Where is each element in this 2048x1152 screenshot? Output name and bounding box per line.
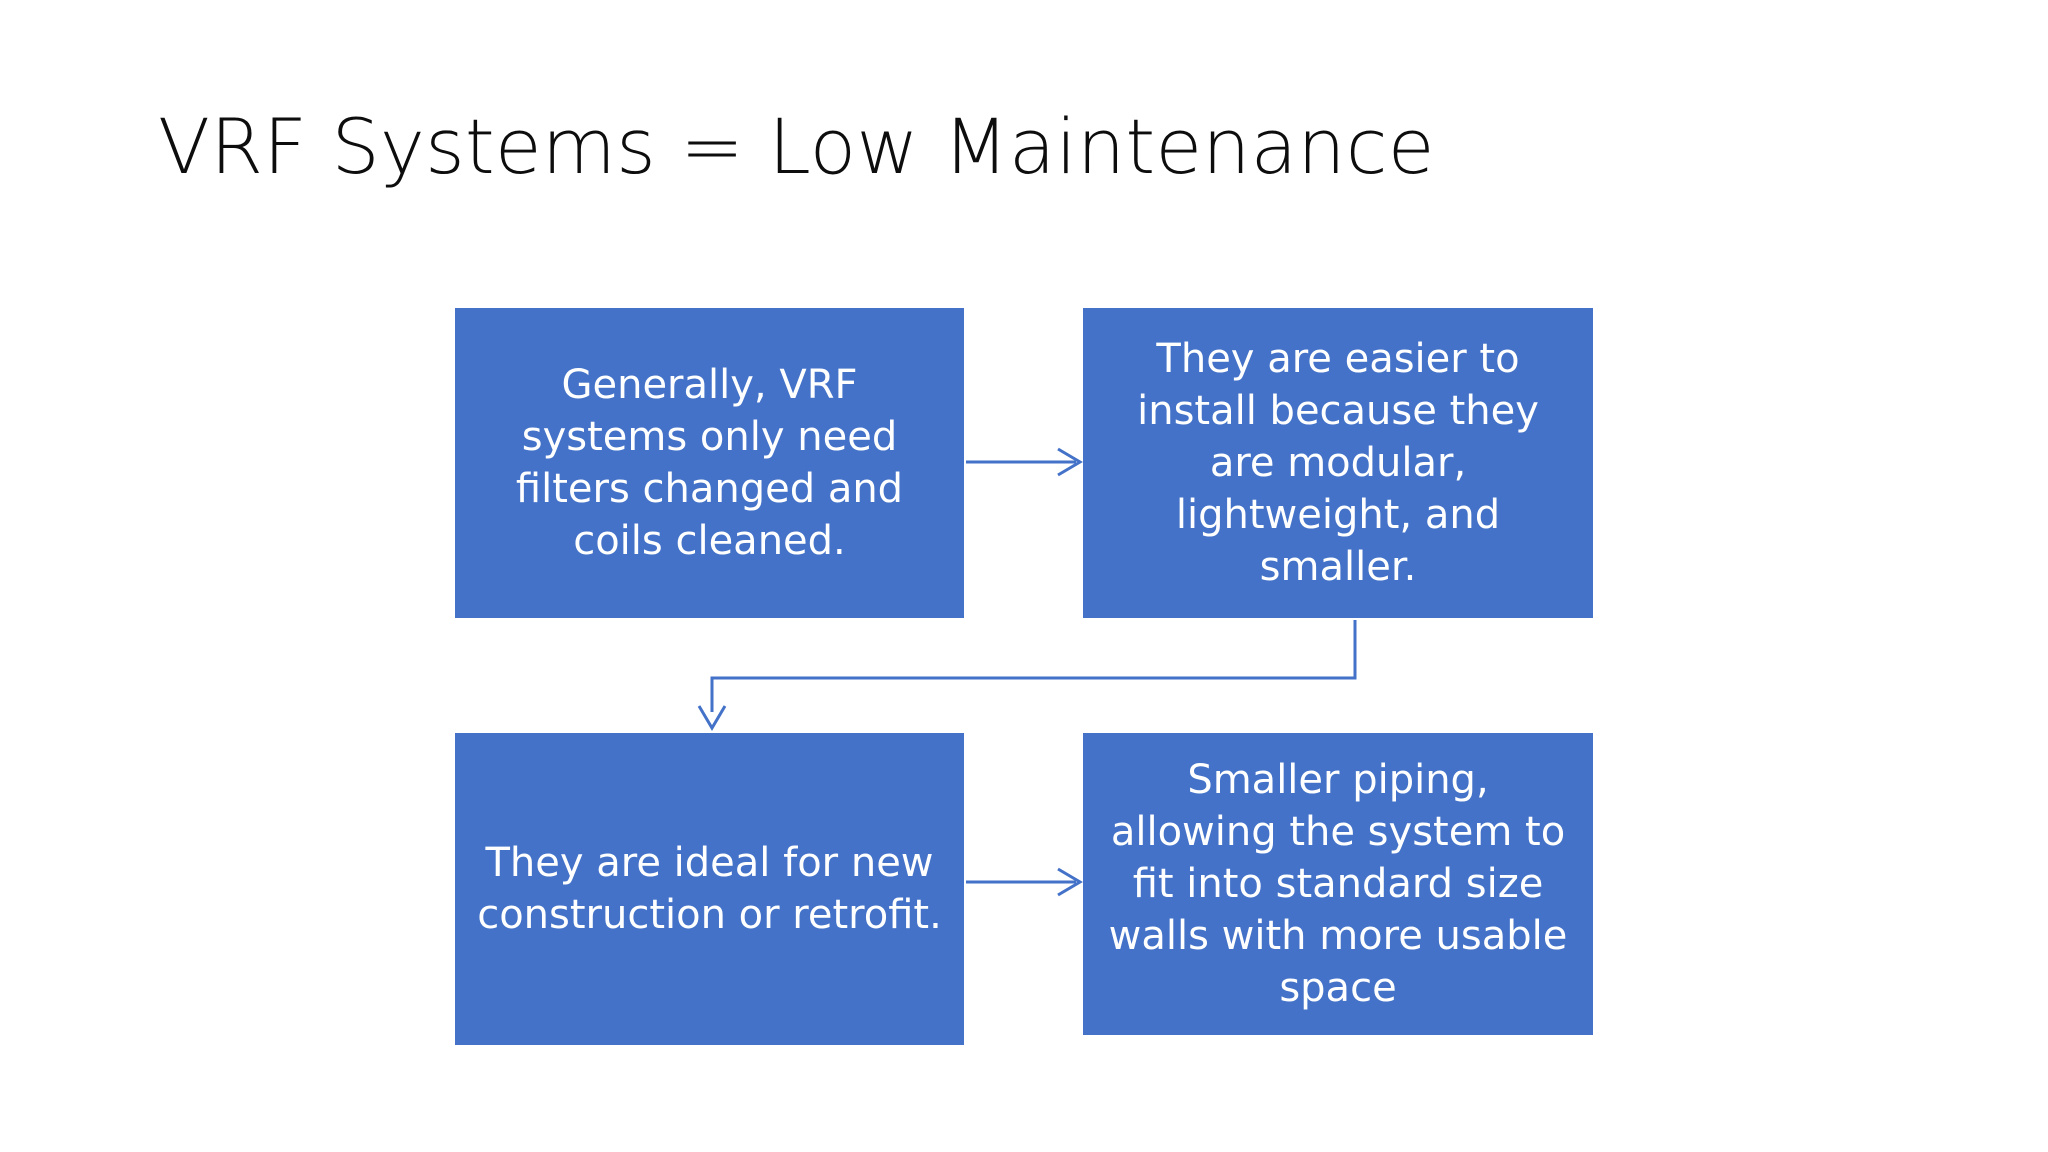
process-box-2[interactable]: They are easier to install because they … — [1083, 308, 1593, 618]
page-title: VRF Systems = Low Maintenance — [158, 102, 1435, 191]
arrow-box3-to-box4 — [966, 867, 1083, 897]
process-box-4[interactable]: Smaller piping, allowing the system to f… — [1083, 733, 1593, 1035]
arrow-box1-to-box2 — [966, 447, 1083, 477]
process-box-4-text: Smaller piping, allowing the system to f… — [1108, 757, 1568, 1011]
process-box-3-text: They are ideal for new construction or r… — [477, 840, 942, 938]
process-box-2-text: They are easier to install because they … — [1137, 336, 1539, 590]
arrow-box2-to-box3 — [697, 620, 1357, 731]
process-box-3[interactable]: They are ideal for new construction or r… — [455, 733, 964, 1045]
process-box-1-text: Generally, VRF systems only need filters… — [515, 362, 904, 564]
process-box-1[interactable]: Generally, VRF systems only need filters… — [455, 308, 964, 618]
